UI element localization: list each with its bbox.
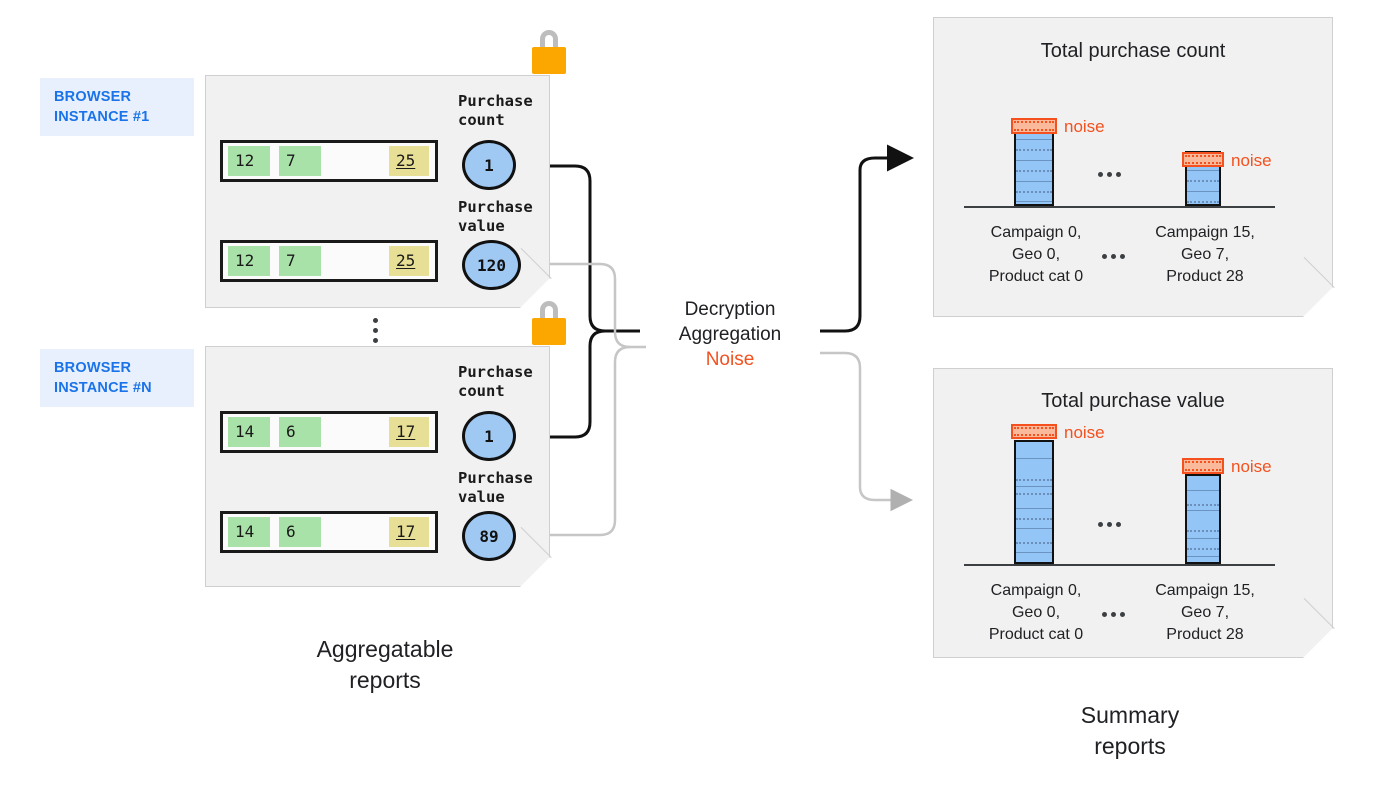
chart-title-value: Total purchase value: [1041, 390, 1225, 412]
padlock-icon: [532, 30, 566, 74]
report-cell-value: 17: [389, 517, 429, 547]
bar-value-0: [1014, 440, 1054, 564]
summary-report-card-value: [933, 368, 1335, 658]
browser-instance-1-chip: BROWSER INSTANCE #1: [40, 78, 194, 136]
noise-label-value-1: noise: [1231, 457, 1272, 476]
card-fold-corner: [1303, 628, 1333, 658]
card-fold-corner: [520, 557, 550, 587]
wire-out-count: [820, 144, 914, 333]
report-row: 12 7 25: [220, 140, 438, 182]
report-row: 14 6 17: [220, 411, 438, 453]
report-cell-value: 25: [389, 246, 429, 276]
aggregatable-reports-caption: Aggregatable reports: [316, 636, 454, 693]
metric-label-purchase-count: Purchase count: [458, 363, 533, 400]
chart-ellipsis-value: [1098, 522, 1121, 527]
card-fold-edge: [1303, 597, 1335, 629]
chart-category-count-1: Campaign 15, Geo 7, Product 28: [1155, 224, 1255, 285]
instances-ellipsis: [373, 318, 378, 343]
card-fold-corner: [1303, 287, 1333, 317]
chart-axis-count: [964, 206, 1275, 208]
noise-label-count-1: noise: [1231, 151, 1272, 170]
browser-instance-n-chip: BROWSER INSTANCE #N: [40, 349, 194, 407]
padlock-body: [532, 47, 566, 74]
report-cell-campaign: 12: [228, 246, 270, 276]
padlock-icon: [532, 301, 566, 345]
process-label: Decryption Aggregation Noise: [640, 297, 820, 372]
noise-label-count-0: noise: [1064, 117, 1105, 136]
chart-category-count-0: Campaign 0, Geo 0, Product cat 0: [988, 224, 1084, 285]
report-cell-campaign: 12: [228, 146, 270, 176]
process-line-noise: Noise: [705, 349, 755, 370]
metric-label-purchase-count: Purchase count: [458, 92, 533, 129]
process-line-aggregation: Aggregation: [678, 324, 782, 345]
noise-label-value-0: noise: [1064, 423, 1105, 442]
noise-cap-count-1: [1182, 152, 1224, 167]
wire-out-value: [820, 351, 913, 512]
padlock-body: [532, 318, 566, 345]
summary-report-card-count: [933, 17, 1335, 317]
metric-bubble-purchase-count: 1: [462, 140, 516, 190]
process-line-decryption: Decryption: [684, 299, 776, 320]
report-row: 12 7 25: [220, 240, 438, 282]
chart-ellipsis-count: [1098, 172, 1121, 177]
report-cell-geo: 6: [279, 417, 321, 447]
chart-category-ellipsis-value: [1102, 612, 1125, 617]
card-fold-edge: [1303, 256, 1335, 288]
report-cell-geo: 7: [279, 246, 321, 276]
noise-cap-value-1: [1182, 458, 1224, 474]
padlock-shackle: [540, 30, 558, 52]
noise-cap-value-0: [1011, 424, 1057, 439]
metric-label-purchase-value: Purchase value: [458, 198, 533, 235]
metric-bubble-purchase-count: 1: [462, 411, 516, 461]
report-cell-campaign: 14: [228, 417, 270, 447]
chart-category-value-1: Campaign 15, Geo 7, Product 28: [1155, 582, 1255, 643]
chart-axis-value: [964, 564, 1275, 566]
report-cell-geo: 6: [279, 517, 321, 547]
metric-label-purchase-value: Purchase value: [458, 469, 533, 506]
padlock-shackle: [540, 301, 558, 323]
chart-title-count: Total purchase count: [1040, 40, 1226, 62]
bar-value-1: [1185, 474, 1221, 564]
report-cell-value: 17: [389, 417, 429, 447]
card-fold-edge: [520, 247, 552, 279]
bar-group-value-1: [1185, 474, 1221, 564]
noise-cap-count-0: [1011, 118, 1057, 134]
report-cell-campaign: 14: [228, 517, 270, 547]
report-cell-geo: 7: [279, 146, 321, 176]
chart-category-ellipsis-count: [1102, 254, 1125, 259]
report-cell-value: 25: [389, 146, 429, 176]
card-fold-edge: [520, 526, 552, 558]
bar-group-value-0: [1014, 440, 1054, 564]
chart-category-value-0: Campaign 0, Geo 0, Product cat 0: [988, 582, 1084, 643]
metric-bubble-purchase-value: 120: [462, 240, 521, 290]
report-row: 14 6 17: [220, 511, 438, 553]
metric-bubble-purchase-value: 89: [462, 511, 516, 561]
summary-reports-caption: Summary reports: [1080, 702, 1180, 759]
